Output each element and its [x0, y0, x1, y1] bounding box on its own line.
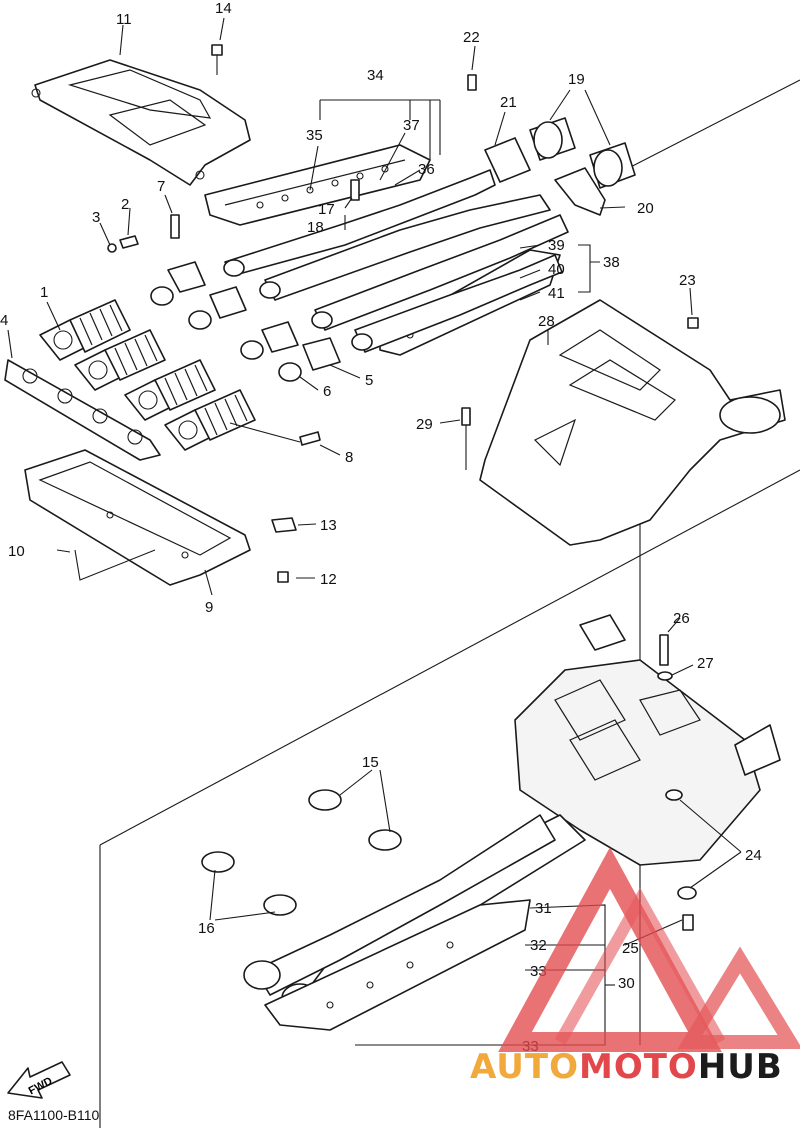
callout-31: 31: [535, 900, 552, 917]
watermark-moto: MOTO: [579, 1047, 698, 1087]
callout-22: 22: [463, 29, 480, 46]
callout-27: 27: [697, 655, 714, 672]
part-19-gaskets: [529, 117, 636, 189]
watermark-hub: HUB: [698, 1047, 783, 1087]
callout-41: 41: [548, 285, 565, 302]
part-24-25-26-27-mounts: [657, 634, 697, 931]
callout-35: 35: [306, 127, 323, 144]
part-5-clamps: [167, 261, 341, 371]
callout-1: 1: [40, 284, 48, 301]
callout-15: 15: [362, 754, 379, 771]
part-15-caps: [308, 789, 402, 851]
callout-36: 36: [418, 161, 435, 178]
automotohub-watermark-logo: [498, 847, 800, 1052]
callout-20: 20: [637, 200, 654, 217]
callout-18: 18: [307, 219, 324, 236]
part-1-header-pipes: [39, 299, 256, 451]
part-4-gasket: [4, 359, 161, 461]
callout-12: 12: [320, 571, 337, 588]
callout-3: 3: [92, 209, 100, 226]
callout-14: 14: [215, 0, 232, 17]
part-35-heat-shield: [204, 144, 431, 226]
callout-13: 13: [320, 517, 337, 534]
callout-5: 5: [365, 372, 373, 389]
callout-19: 19: [568, 71, 585, 88]
part-21-clamp: [484, 137, 531, 183]
svg-text:AUTOMOTOHUB: AUTOMOTOHUB: [470, 1047, 783, 1087]
callout-25: 25: [622, 940, 639, 957]
part-11-upper-protector: [31, 59, 251, 186]
callout-30: 30: [618, 975, 635, 992]
part-6-rings: [150, 286, 302, 382]
callout-29: 29: [416, 416, 433, 433]
part-31-heat-shield: [264, 899, 531, 1031]
callout-11: 11: [116, 11, 132, 28]
callout-28: 28: [538, 313, 555, 330]
part-16-caps: [201, 851, 297, 916]
exhaust-pipes: [223, 169, 569, 353]
part-28-muffler-cover: [479, 299, 786, 546]
bolts: [107, 44, 699, 583]
callout-6: 6: [323, 383, 331, 400]
callout-8: 8: [345, 449, 353, 466]
callout-23: 23: [679, 272, 696, 289]
part-9-lower-protector: [24, 449, 251, 586]
callout-21: 21: [500, 94, 517, 111]
part-30-muffler: [243, 614, 781, 1016]
diagram-code: 8FA1100-B110: [8, 1107, 100, 1123]
callout-7: 7: [157, 178, 165, 195]
callout-9: 9: [205, 599, 213, 616]
part-13-bracket: [271, 517, 297, 533]
callout-37: 37: [403, 117, 420, 134]
callout-32: 32: [530, 937, 547, 954]
callout-16: 16: [198, 920, 215, 937]
callout-26: 26: [673, 610, 690, 627]
callout-40: 40: [548, 261, 565, 278]
callout-2: 2: [121, 196, 129, 213]
watermark-auto: AUTO: [470, 1047, 579, 1087]
callout-17: 17: [318, 201, 335, 218]
callout-39: 39: [548, 237, 565, 254]
callout-24: 24: [745, 847, 762, 864]
callout-10: 10: [8, 543, 25, 560]
callout-labels: 1 2 3 4 5 6 7 8 9 10 11 12 13 14 15 16 1…: [0, 0, 762, 1055]
callout-34: 34: [367, 67, 384, 84]
callout-4: 4: [0, 312, 8, 329]
callout-38: 38: [603, 254, 620, 271]
